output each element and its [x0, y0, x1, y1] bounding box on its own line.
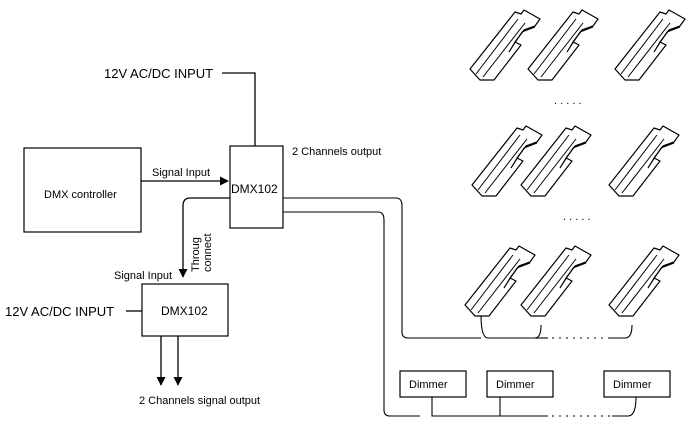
led-bar-fixture-icon: [608, 125, 680, 197]
svg-text:Throug: Throug: [190, 237, 202, 272]
dimmer-label-3: Dimmer: [613, 379, 652, 391]
dmx102-top-label: DMX102: [231, 182, 278, 196]
ellipsis-row-1: . . . . .: [554, 95, 582, 107]
channels-signal-output-label: 2 Channels signal output: [139, 395, 260, 407]
channel-2-wire: [283, 211, 420, 417]
dimmer-box-1: [399, 370, 467, 398]
dmx-controller-box: [23, 147, 142, 233]
dmx102-bottom-label: DMX102: [161, 304, 208, 318]
through-connect-label: Throug connect: [190, 233, 214, 272]
dimmer-box-2: [486, 370, 554, 398]
signal-input-label-bottom: Signal Input: [114, 270, 172, 282]
power-wire-top: [222, 72, 256, 146]
ellipsis-row-2: . . . . .: [563, 211, 591, 223]
fixture-group-row-3: [464, 245, 680, 317]
dmx-controller-label: DMX controller: [44, 189, 117, 201]
dmx102-bottom-box: [141, 283, 229, 337]
channels-output-label: 2 Channels output: [292, 146, 381, 158]
dimmer-label-2: Dimmer: [496, 379, 535, 391]
power-input-label-top: 12V AC/DC INPUT: [104, 66, 213, 81]
dimmer-box-3: [603, 370, 671, 398]
dmx102-top-box: [229, 145, 284, 229]
fixture-group-row-2: [471, 125, 680, 197]
power-input-label-bottom: 12V AC/DC INPUT: [5, 304, 114, 319]
dimmer-label-1: Dimmer: [409, 379, 448, 391]
led-bar-fixture-icon: [608, 245, 680, 317]
channel-1-wire: [283, 197, 481, 339]
through-connect-wire: [178, 197, 230, 278]
svg-text:connect: connect: [202, 233, 214, 272]
fixture-group-row-1: [469, 9, 686, 81]
signal-input-label-top: Signal Input: [152, 167, 210, 179]
led-bar-fixture-icon: [614, 9, 686, 81]
